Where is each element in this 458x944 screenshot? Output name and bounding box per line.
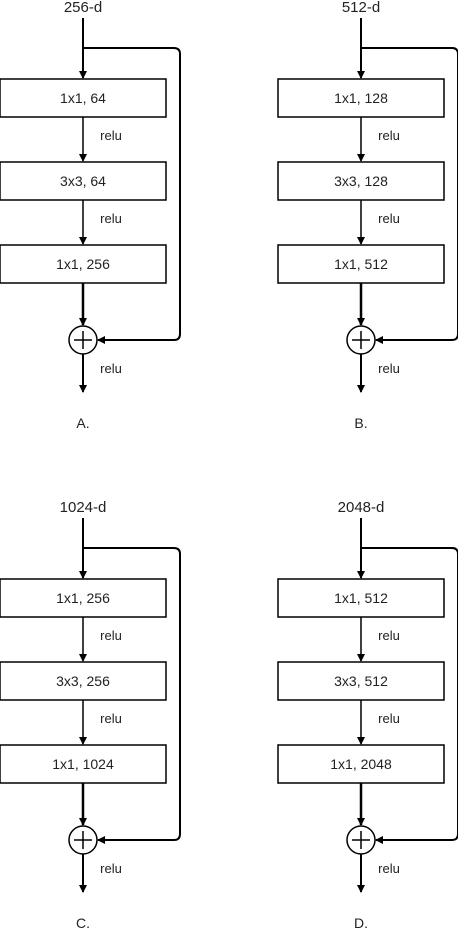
conv-layer-box xyxy=(0,161,167,201)
relu-label: relu xyxy=(378,211,400,226)
relu-label: relu xyxy=(100,628,122,643)
conv-layer-label: 1x1, 256 xyxy=(56,590,110,606)
block-d: 2048-d 1x1, 512 relu 3x3, 512 relu 1x1, 2048 r… xyxy=(277,499,458,931)
input-dimension-label: 1024-d xyxy=(60,499,107,516)
conv-layer-label: 1x1, 1024 xyxy=(52,756,114,772)
conv-layer-label: 1x1, 64 xyxy=(60,90,106,106)
conv-layer-label: 3x3, 64 xyxy=(60,173,106,189)
block-caption: B. xyxy=(354,415,367,431)
skip-connection-arrow xyxy=(361,47,458,344)
conv-layer-box xyxy=(0,744,167,784)
conv-layer-label: 3x3, 256 xyxy=(56,673,110,689)
input-dimension-label: 2048-d xyxy=(338,499,385,516)
block-c: 1024-d 1x1, 256 relu 3x3, 256 relu 1x1, 1024 r… xyxy=(0,499,181,931)
input-dimension-label: 256-d xyxy=(64,0,102,16)
conv-layer-box xyxy=(0,578,167,618)
conv-layer-label: 1x1, 512 xyxy=(334,256,388,272)
conv-layer-box xyxy=(0,78,167,118)
relu-label: relu xyxy=(378,128,400,143)
relu-label: relu xyxy=(100,861,122,876)
conv-layer-box xyxy=(277,578,445,618)
conv-layer-label: 3x3, 512 xyxy=(334,673,388,689)
conv-layer-box xyxy=(277,244,445,284)
relu-label: relu xyxy=(378,861,400,876)
block-b: 512-d 1x1, 128 relu 3x3, 128 relu 1x1, 512 rel… xyxy=(277,0,458,431)
skip-connection-arrow xyxy=(83,47,181,344)
relu-label: relu xyxy=(100,211,122,226)
relu-label: relu xyxy=(378,711,400,726)
block-caption: D. xyxy=(354,915,368,931)
relu-label: relu xyxy=(100,711,122,726)
input-dimension-label: 512-d xyxy=(342,0,380,16)
conv-layer-box xyxy=(0,244,167,284)
relu-label: relu xyxy=(378,628,400,643)
relu-label: relu xyxy=(100,128,122,143)
skip-connection-arrow xyxy=(83,547,181,844)
conv-layer-box xyxy=(277,661,445,701)
conv-layer-label: 1x1, 2048 xyxy=(330,756,392,772)
conv-layer-label: 1x1, 256 xyxy=(56,256,110,272)
conv-layer-label: 1x1, 512 xyxy=(334,590,388,606)
conv-layer-label: 1x1, 128 xyxy=(334,90,388,106)
block-a: 256-d 1x1, 64 relu 3x3, 64 relu 1x1, 256 reluA… xyxy=(0,0,181,431)
skip-connection-arrow xyxy=(361,547,458,844)
conv-layer-box xyxy=(277,161,445,201)
conv-layer-label: 3x3, 128 xyxy=(334,173,388,189)
block-caption: C. xyxy=(76,915,90,931)
relu-label: relu xyxy=(378,361,400,376)
relu-label: relu xyxy=(100,361,122,376)
conv-layer-box xyxy=(277,744,445,784)
block-caption: A. xyxy=(76,415,89,431)
